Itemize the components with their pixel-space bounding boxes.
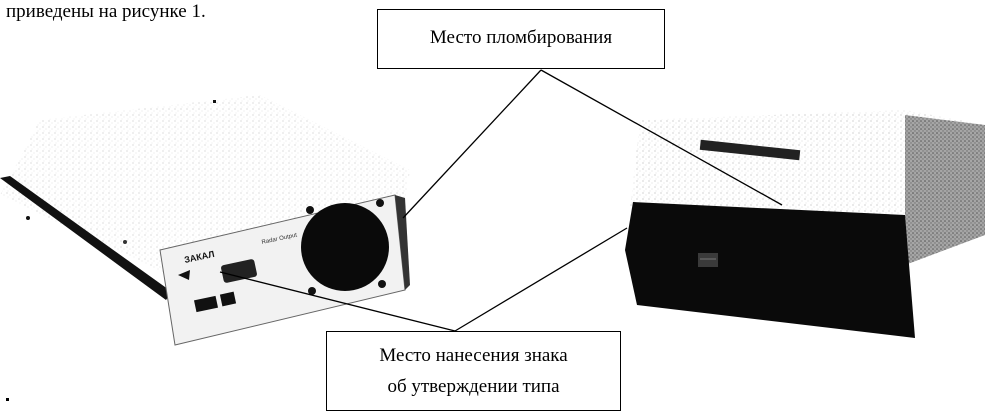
fan-screw-tr: [376, 199, 384, 207]
left-device: ЗАКАЛ Radar Output: [0, 95, 410, 346]
leader-seal-left: [402, 69, 542, 219]
fan-screw-tl: [306, 206, 314, 214]
fan-grille: [301, 203, 389, 291]
panel-arrow-mark: [178, 270, 190, 280]
leader-mark-right: [454, 227, 628, 332]
sealing-place-label: Место пломбирования: [377, 9, 665, 69]
panel-dot-2: [26, 216, 30, 220]
leader-seal-right: [540, 69, 783, 206]
document-caption-fragment: приведены на рисунке 1.: [6, 1, 206, 22]
fan-screw-br: [378, 280, 386, 288]
stray-dot: [6, 398, 9, 401]
right-device-side-shading: [905, 115, 985, 265]
leader-mark-left: [219, 271, 456, 332]
approval-mark-label: Место нанесения знака об утверждении тип…: [326, 331, 621, 411]
right-device: [625, 110, 985, 338]
panel-dot: [213, 100, 216, 103]
panel-dot-3: [123, 240, 127, 244]
right-device-front: [625, 202, 915, 338]
right-device-slot: [699, 139, 801, 161]
left-device-panel-edge: [395, 195, 410, 290]
approval-mark-label-line1: Место нанесения знака: [379, 345, 568, 366]
connector-port-3: [219, 291, 237, 307]
approval-mark-label-line2: об утверждении типа: [387, 376, 560, 397]
fan-screw-bl: [308, 287, 316, 295]
connector-port: [221, 259, 257, 283]
leader-lines: [219, 69, 783, 332]
connector-port-2: [193, 295, 219, 313]
right-device-connector: [698, 253, 718, 267]
left-device-side-rail: [0, 176, 172, 300]
